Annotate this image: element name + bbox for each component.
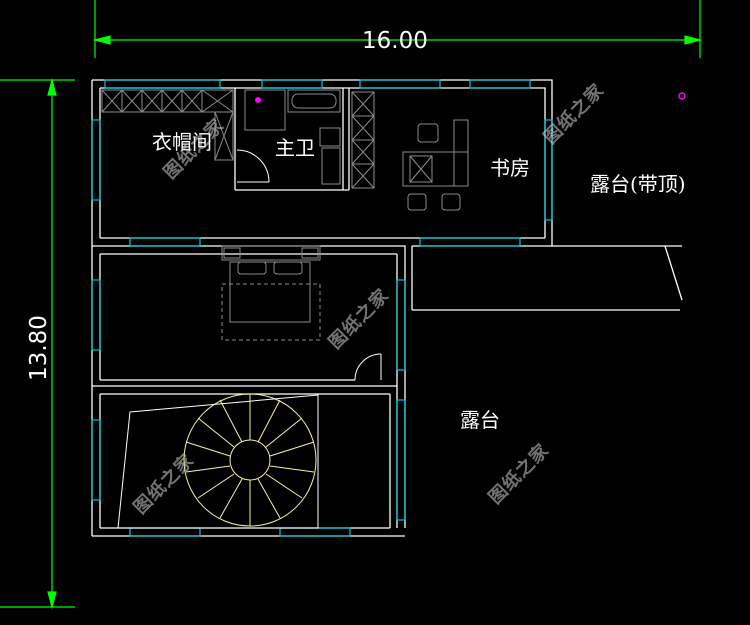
furniture: [101, 89, 469, 381]
magenta-marker: [678, 92, 686, 100]
room-label-study: 书房: [490, 156, 530, 180]
room-label-covered-terrace: 露台(带顶): [590, 172, 686, 196]
shower-marker: [255, 97, 261, 103]
width-dimension-label: 16.00: [362, 28, 428, 54]
windows: [91, 79, 553, 537]
spiral-stair: [117, 393, 319, 529]
room-label-terrace: 露台: [460, 408, 500, 432]
dimension-lines: [0, 0, 703, 610]
room-label-master-bath: 主卫: [275, 136, 315, 160]
height-dimension-label: 13.80: [25, 315, 52, 381]
room-label-closet: 衣帽间: [152, 130, 212, 154]
